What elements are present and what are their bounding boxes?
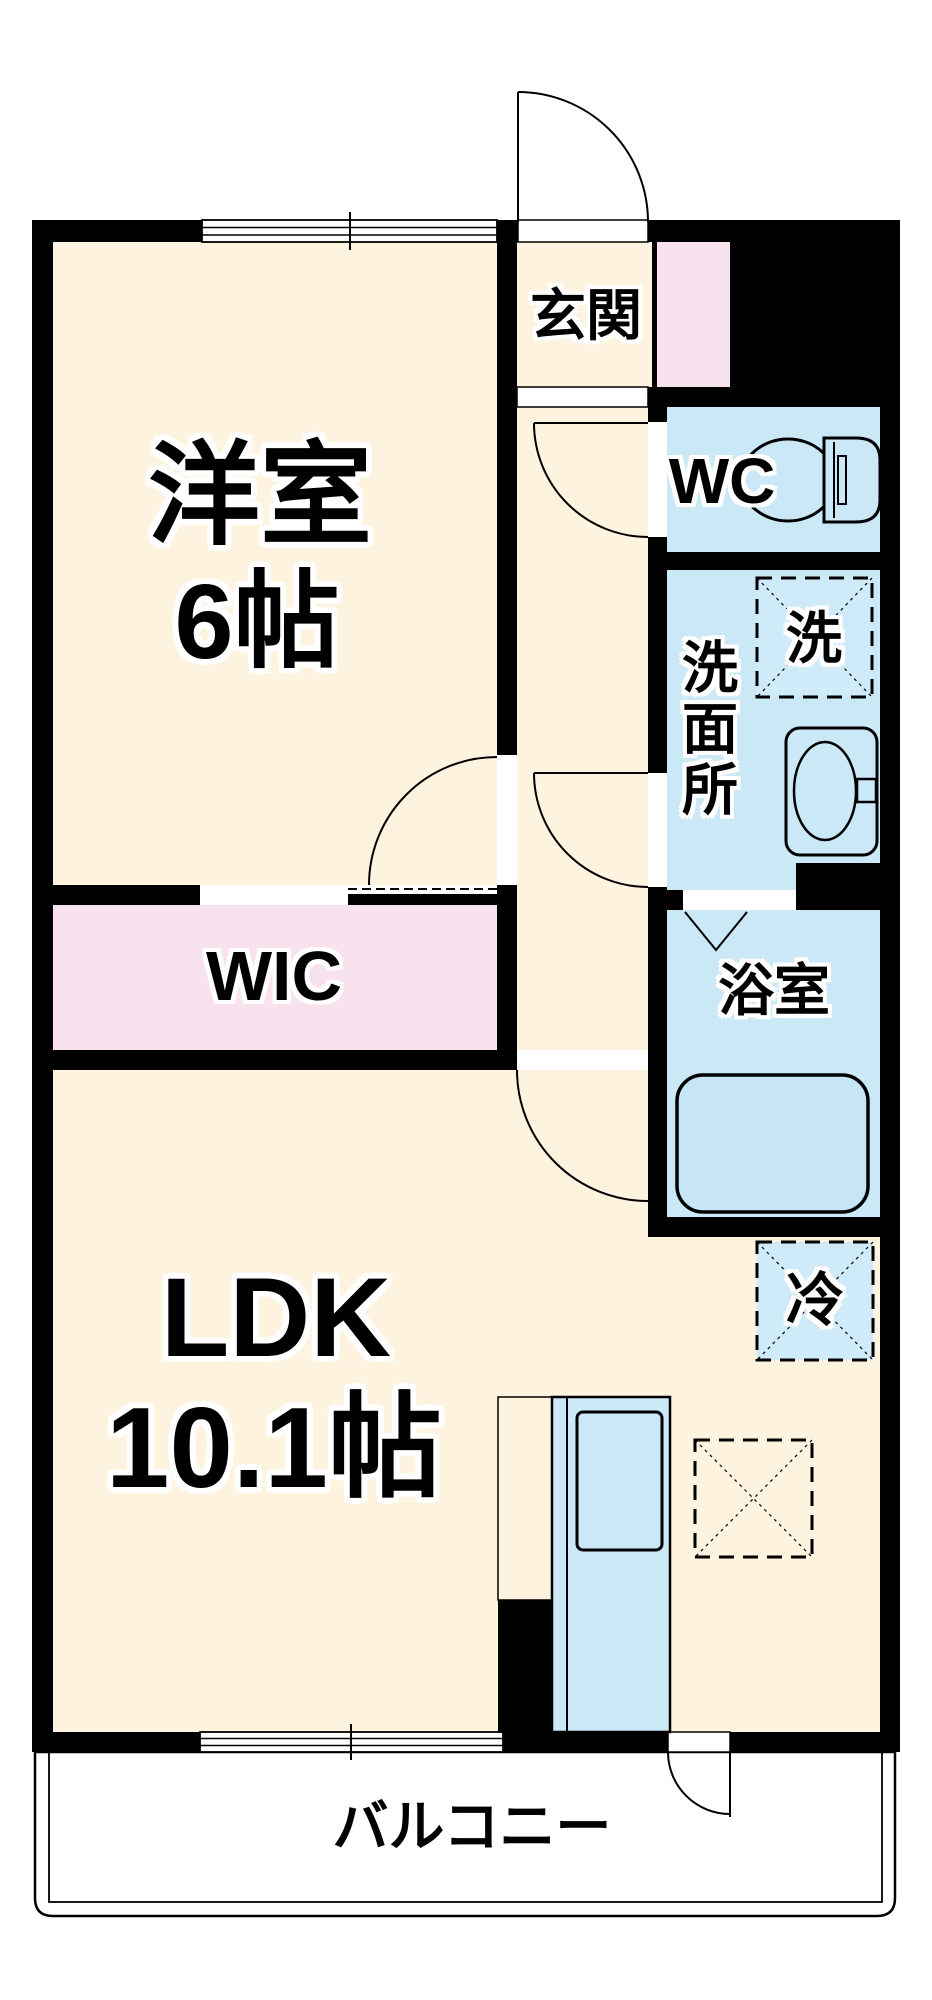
refrigerator-space xyxy=(755,1240,875,1362)
entrance-door-opening xyxy=(517,219,649,243)
western-room-size-label: 6帖 xyxy=(174,563,340,681)
room-wic-floor xyxy=(53,905,497,1050)
toilet-flush xyxy=(837,455,847,505)
washroom-door-opening xyxy=(648,773,667,887)
balcony-outline xyxy=(33,1750,897,1918)
washroom-bathroom-wall-jog xyxy=(796,863,900,910)
sink-tap xyxy=(855,777,878,804)
toilet-door-opening xyxy=(648,422,667,537)
ldk-label: LDK xyxy=(160,1255,392,1380)
entrance-label: 玄関 xyxy=(530,284,642,347)
toilet-tank xyxy=(822,436,882,524)
washroom-label: 洗面所 xyxy=(682,636,738,822)
toilet-label: WC xyxy=(668,445,776,517)
western-room-door-arc xyxy=(368,756,498,886)
ldk-size-label: 10.1帖 xyxy=(106,1385,442,1512)
bathtub xyxy=(675,1073,870,1214)
kitchen-side-strip xyxy=(497,1396,553,1601)
hallway-floor xyxy=(517,242,648,1050)
wic-closet-wall xyxy=(348,894,497,905)
wic-sliding-opening xyxy=(200,885,348,905)
balcony-door-opening xyxy=(667,1731,731,1753)
ldk-door-opening xyxy=(517,1050,648,1070)
bathroom-folding-door-mark xyxy=(684,911,748,952)
ldk-window xyxy=(199,1724,504,1760)
entrance-shoe-cabinet xyxy=(657,242,730,387)
balcony-label: バルコニー xyxy=(332,1795,612,1858)
door-swings xyxy=(368,91,748,1817)
bathroom-door-opening xyxy=(683,890,796,910)
entrance-door-arc xyxy=(517,91,649,223)
kitchen-sink xyxy=(575,1410,664,1552)
washing-machine-label: 洗 xyxy=(786,607,842,670)
entrance-step xyxy=(516,386,649,408)
western-room-door-opening xyxy=(497,755,517,885)
vanity-sink xyxy=(784,726,879,857)
bathroom-label: 浴室 xyxy=(718,959,830,1022)
balcony-door-arc xyxy=(667,1751,731,1815)
room-western-floor xyxy=(53,242,497,885)
washing-machine-space xyxy=(755,576,874,699)
washroom-door-arc xyxy=(533,772,649,888)
kitchen-wall-block xyxy=(498,1600,552,1732)
toilet-door-arc xyxy=(533,422,649,538)
western-room-window xyxy=(201,212,498,250)
kitchen-counter xyxy=(497,1395,672,1734)
balcony-outer-border xyxy=(33,1750,897,1918)
furniture-placeholder-space xyxy=(693,1438,814,1559)
wic-label: WIC xyxy=(205,937,343,1015)
ldk-door-arc xyxy=(516,1069,649,1202)
toilet-fixture xyxy=(739,436,882,524)
refrigerator-label: 冷 xyxy=(785,1268,845,1333)
western-room-label: 洋室 xyxy=(148,433,372,558)
